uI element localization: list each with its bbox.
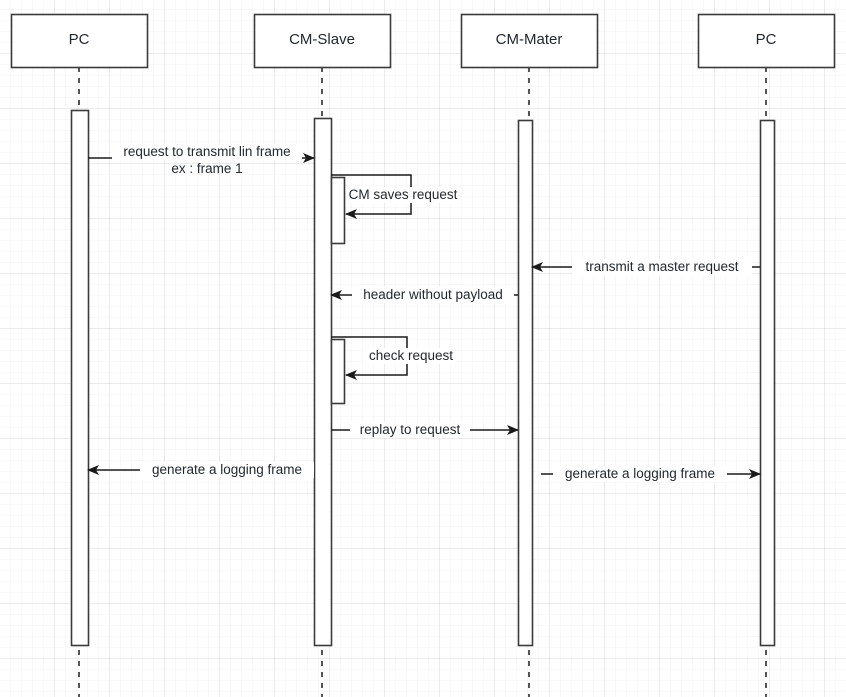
lifeline-header-box-cm-mater[interactable] bbox=[460, 13, 599, 69]
lifeline-header-box-pc-right[interactable] bbox=[697, 13, 836, 69]
lifeline-pc-right bbox=[697, 13, 836, 697]
lifeline-header-box-pc-left[interactable] bbox=[10, 13, 149, 69]
activation-bar-pc-left[interactable] bbox=[70, 109, 90, 647]
lifelines-layer bbox=[10, 13, 836, 697]
activation-bar-cm-mater[interactable] bbox=[517, 119, 534, 647]
messages-layer bbox=[87, 153, 761, 479]
lifeline-header-box-cm-slave[interactable] bbox=[253, 13, 392, 69]
lifeline-cm-slave bbox=[253, 13, 392, 697]
nested-activation-bar-cm-saves-request bbox=[330, 176, 346, 245]
nested-activation-bar-check-request bbox=[330, 338, 346, 405]
activation-bar-cm-slave[interactable] bbox=[313, 117, 333, 647]
lifeline-pc-left bbox=[10, 13, 149, 697]
activation-bar-pc-right[interactable] bbox=[759, 119, 776, 647]
lifeline-cm-mater bbox=[460, 13, 599, 697]
message-cm-saves-request[interactable] bbox=[330, 174, 412, 245]
message-check-request[interactable] bbox=[330, 336, 408, 405]
